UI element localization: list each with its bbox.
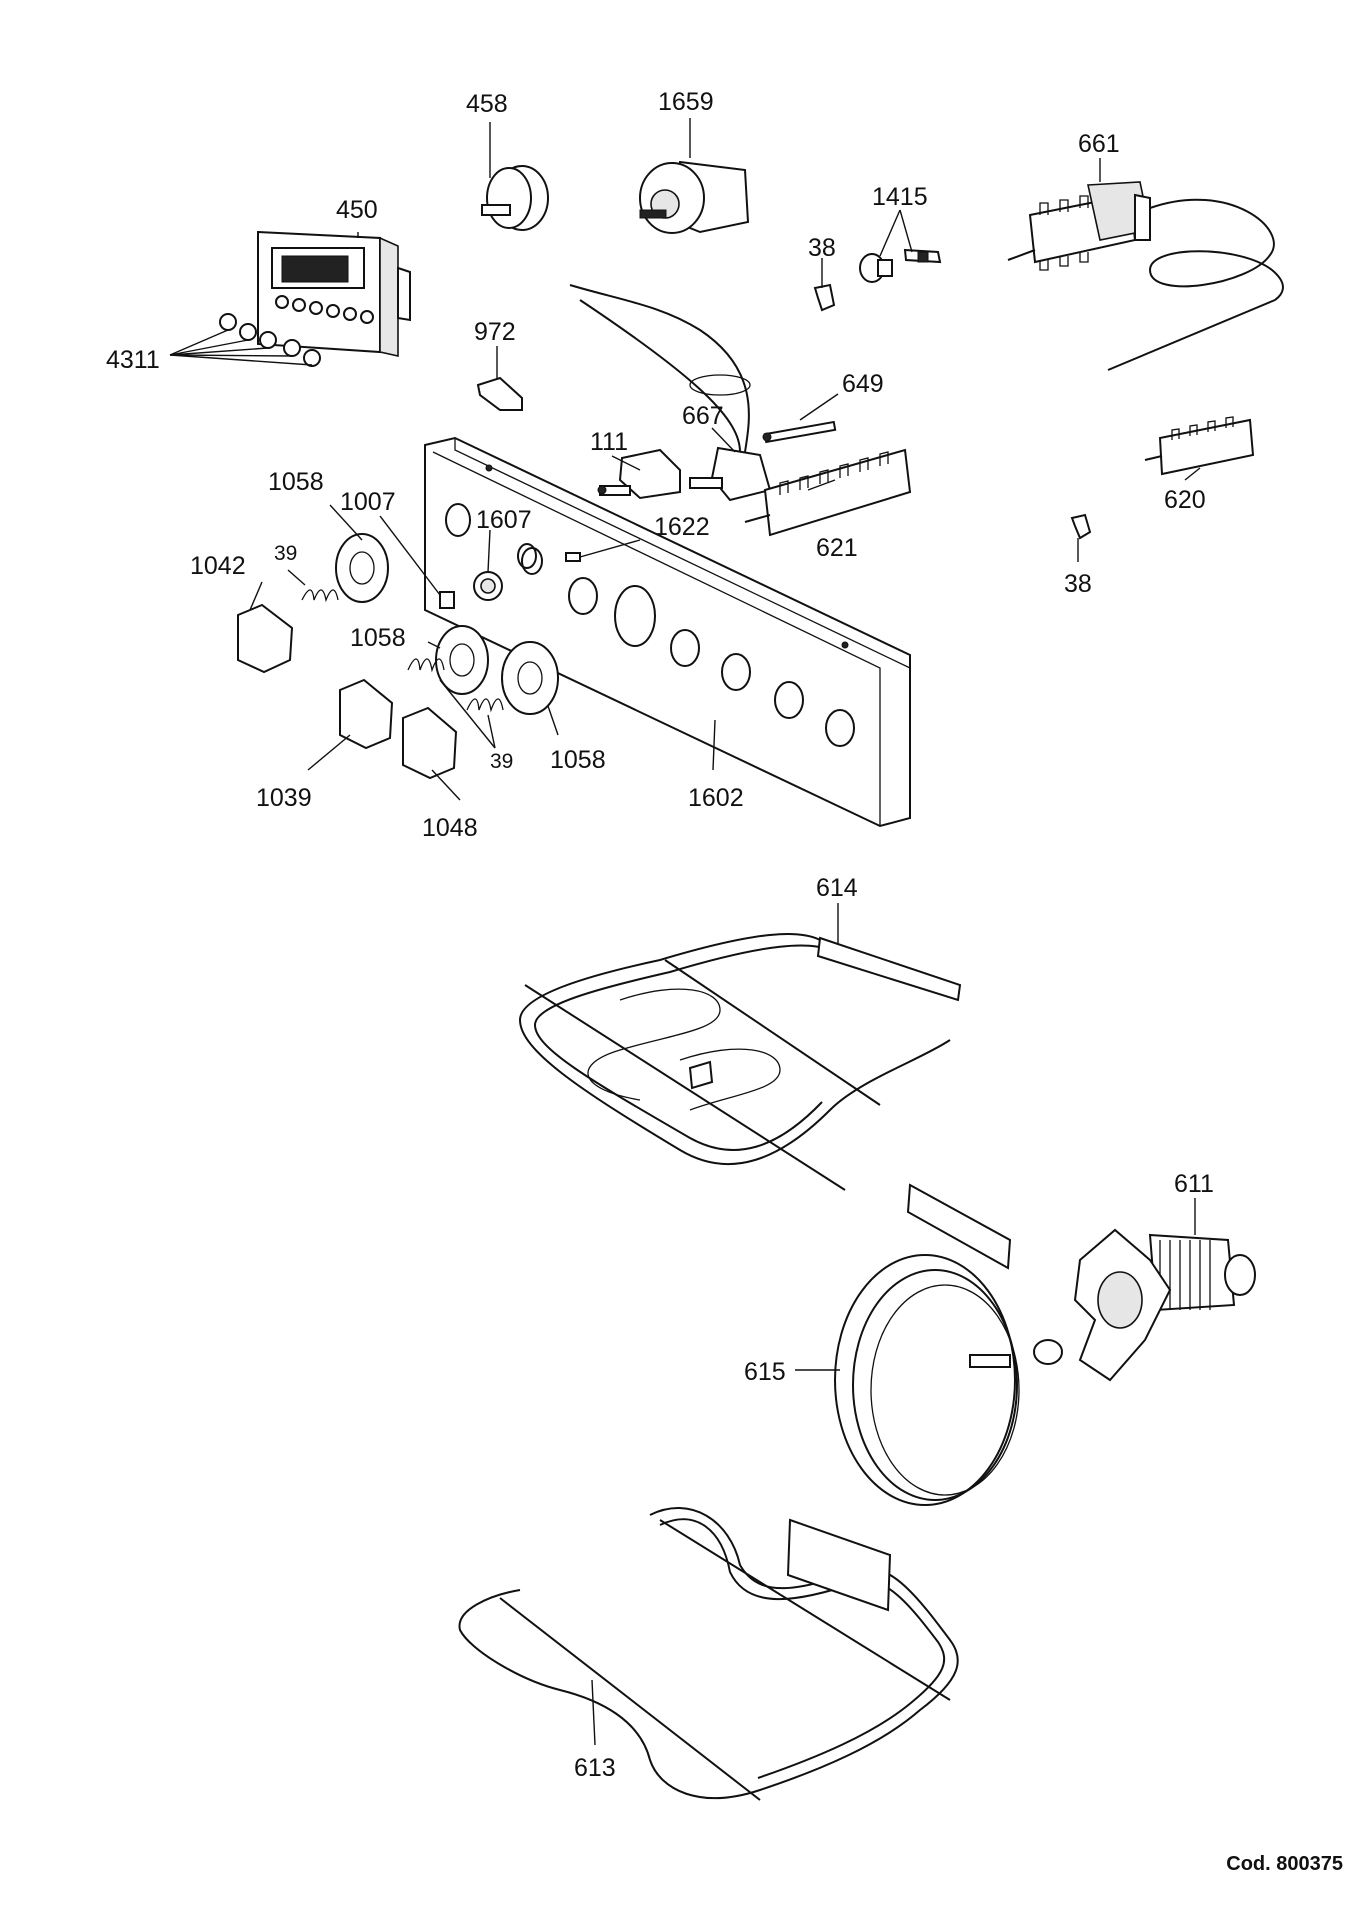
label-1622: 1622 [654,513,710,541]
label-1415: 1415 [872,183,928,211]
label-1058-c: 1058 [550,746,606,774]
label-620: 620 [1164,486,1206,514]
label-39-a: 39 [274,542,297,565]
label-38-top: 38 [808,234,836,262]
label-450: 450 [336,196,378,224]
springs-39 [301,589,504,713]
timer-knob-458 [481,165,549,231]
selector-switch-621 [744,448,912,537]
label-1048: 1048 [422,814,478,842]
part-number-labels: 458 1659 661 450 1415 38 4311 972 649 66… [106,88,1214,1782]
label-649: 649 [842,370,884,398]
label-458: 458 [466,90,508,118]
indicator-lamp-1415 [859,248,942,283]
label-613: 613 [574,1754,616,1782]
label-661: 661 [1078,130,1120,158]
clip-38-right [1070,513,1092,540]
rod-649 [762,420,837,444]
label-1659: 1659 [658,88,714,116]
knob-bezels-1058 [335,533,559,715]
mechanical-timer-1659 [639,160,750,234]
parts-1607-1622-1007 [439,552,581,609]
label-1039: 1039 [256,784,312,812]
switch-111 [597,448,681,500]
label-1058-b: 1058 [350,624,406,652]
label-614: 614 [816,874,858,902]
document-code: Cod. 800375 [1226,1853,1343,1875]
label-621: 621 [816,534,858,562]
thermostat-667 [569,284,772,502]
label-38-right: 38 [1064,570,1092,598]
label-615: 615 [744,1358,786,1386]
control-panel-1602 [424,436,911,828]
clip-38-top [813,283,836,312]
leader-lines [169,118,1201,1746]
label-1602: 1602 [688,784,744,812]
thermostat-switch-661 [1007,181,1284,371]
fan-motor-611 [1033,1228,1256,1382]
label-611: 611 [1174,1170,1214,1198]
label-4311: 4311 [106,346,160,374]
grill-element-614 [518,933,962,1191]
part-972 [476,376,523,411]
label-1007: 1007 [340,488,396,516]
label-39-b: 39 [490,750,513,773]
label-972: 972 [474,318,516,346]
label-1058-a: 1058 [268,468,324,496]
label-1042: 1042 [190,552,246,580]
label-667: 667 [682,402,724,430]
label-111: 111 [590,428,628,456]
circular-element-615 [834,1183,1020,1506]
clock-timer-450 [257,230,411,357]
bottom-element-613 [458,1507,959,1801]
control-knobs [237,603,458,780]
label-1607: 1607 [476,506,532,534]
selector-switch-620 [1144,416,1255,476]
